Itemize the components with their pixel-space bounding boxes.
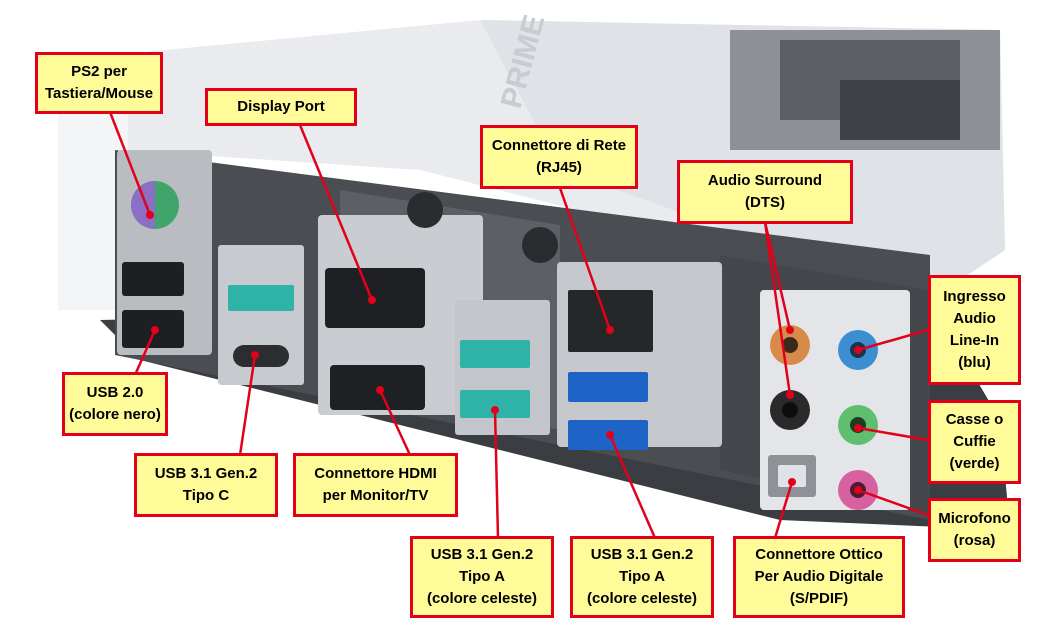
callout-usb31a-left-line1: USB 3.1 Gen.2 bbox=[430, 546, 534, 563]
callout-optical-line3: (S/PDIF) bbox=[789, 590, 849, 607]
leader-ps2 bbox=[108, 111, 152, 216]
audio-jack-orange-hole bbox=[782, 337, 798, 353]
callout-speakers-line1: Casse o bbox=[945, 411, 1004, 428]
leader-usb31a-right bbox=[608, 434, 657, 539]
callout-displayport: Display Port bbox=[205, 88, 357, 126]
callout-usb31a-right-line1: USB 3.1 Gen.2 bbox=[590, 546, 694, 563]
callout-rj45: Connettore di Rete (RJ45) bbox=[480, 125, 638, 189]
usb20-port-upper bbox=[122, 262, 184, 296]
socket-latch bbox=[840, 80, 960, 140]
dot-optical bbox=[788, 478, 796, 486]
leader-mic bbox=[857, 488, 929, 517]
callout-linein-line2: Audio bbox=[953, 310, 996, 327]
leader-lines bbox=[108, 111, 929, 539]
callout-usb31a-left-line3: (colore celeste) bbox=[426, 590, 538, 607]
leader-surround bbox=[763, 221, 792, 331]
dot-speakers bbox=[854, 424, 862, 432]
dot-usb31a-left bbox=[491, 406, 499, 414]
callout-linein-line4: (blu) bbox=[958, 354, 991, 371]
middle-antenna-knob bbox=[522, 227, 558, 263]
callout-mic-line2: (rosa) bbox=[953, 532, 996, 549]
callout-rj45-line1: Connettore di Rete bbox=[491, 137, 627, 154]
callout-surround: Audio Surround (DTS) bbox=[677, 160, 853, 224]
callout-usb20-line2: (colore nero) bbox=[69, 406, 161, 423]
dot-usb20 bbox=[151, 326, 159, 334]
leader-speakers bbox=[857, 426, 929, 442]
callout-usb31a-left: USB 3.1 Gen.2 Tipo A (colore celeste) bbox=[410, 536, 554, 618]
optical-port-inner bbox=[778, 465, 806, 487]
callout-ps2: PS2 per Tastiera/Mouse bbox=[35, 52, 163, 114]
usbc-port bbox=[233, 345, 289, 367]
callout-rj45-line2: (RJ45) bbox=[536, 159, 582, 176]
dot-surround-black bbox=[786, 391, 794, 399]
callout-linein-line1: Ingresso bbox=[943, 288, 1006, 305]
usb31-middle-port-top bbox=[460, 340, 530, 368]
dot-usb31a-right bbox=[606, 431, 614, 439]
callout-speakers: Casse o Cuffie (verde) bbox=[928, 400, 1021, 484]
callout-mic: Microfono (rosa) bbox=[928, 498, 1021, 562]
callout-mic-line1: Microfono bbox=[938, 510, 1011, 527]
callout-usbc-line2: Tipo C bbox=[182, 487, 230, 504]
callout-usb31a-left-line2: Tipo A bbox=[459, 568, 505, 585]
leader-surround-black bbox=[763, 221, 792, 396]
callout-usb20-line1: USB 2.0 bbox=[86, 384, 144, 401]
dot-mic bbox=[854, 486, 862, 494]
rj45-port bbox=[568, 290, 653, 352]
leader-hdmi bbox=[378, 389, 412, 456]
callout-hdmi: Connettore HDMI per Monitor/TV bbox=[293, 453, 458, 517]
leader-displayport bbox=[298, 124, 374, 301]
usb31-port-cyan-top bbox=[228, 285, 294, 311]
callout-usb31a-right: USB 3.1 Gen.2 Tipo A (colore celeste) bbox=[570, 536, 714, 618]
dot-linein bbox=[854, 346, 862, 354]
callout-linein: Ingresso Audio Line-In (blu) bbox=[928, 275, 1021, 385]
callout-optical: Connettore Ottico Per Audio Digitale (S/… bbox=[733, 536, 905, 618]
leader-rj45 bbox=[558, 187, 612, 331]
callout-surround-line1: Audio Surround bbox=[707, 172, 823, 189]
callout-usb31a-right-line3: (colore celeste) bbox=[586, 590, 698, 607]
callout-speakers-line3: (verde) bbox=[949, 455, 1000, 472]
callout-ps2-line2: Tastiera/Mouse bbox=[44, 85, 154, 102]
dot-hdmi bbox=[376, 386, 384, 394]
callout-displayport-line1: Display Port bbox=[237, 98, 325, 115]
callout-usb20: USB 2.0 (colore nero) bbox=[62, 372, 168, 436]
callout-usb31a-right-line2: Tipo A bbox=[619, 568, 665, 585]
callout-surround-line2: (DTS) bbox=[745, 194, 785, 211]
dp-antenna-knob bbox=[407, 192, 443, 228]
rj45-usb-stack bbox=[557, 262, 722, 447]
callout-speakers-line2: Cuffie bbox=[953, 433, 996, 450]
leader-usb20 bbox=[133, 329, 157, 376]
leader-dots bbox=[146, 211, 862, 494]
dot-displayport bbox=[368, 296, 376, 304]
dot-ps2 bbox=[146, 211, 154, 219]
callout-hdmi-line2: per Monitor/TV bbox=[322, 487, 429, 504]
leader-linein bbox=[857, 328, 929, 352]
usb31-middle-port-bottom bbox=[460, 390, 530, 418]
usb31-blue-port-top bbox=[568, 372, 648, 402]
dot-usbc bbox=[251, 351, 259, 359]
audio-jack-black-hole bbox=[782, 402, 798, 418]
leader-usbc bbox=[238, 354, 257, 456]
callout-linein-line3: Line-In bbox=[949, 332, 1000, 349]
leader-optical bbox=[773, 481, 794, 539]
callout-optical-line2: Per Audio Digitale bbox=[754, 568, 884, 585]
callout-optical-line1: Connettore Ottico bbox=[755, 546, 883, 563]
dot-surround bbox=[786, 326, 794, 334]
callout-usbc-line1: USB 3.1 Gen.2 bbox=[154, 465, 258, 482]
callout-hdmi-line1: Connettore HDMI bbox=[314, 465, 437, 482]
callout-usbc: USB 3.1 Gen.2 Tipo C bbox=[134, 453, 278, 517]
dot-rj45 bbox=[606, 326, 614, 334]
leader-usb31a-left bbox=[493, 409, 500, 539]
callout-ps2-line1: PS2 per bbox=[71, 63, 127, 80]
